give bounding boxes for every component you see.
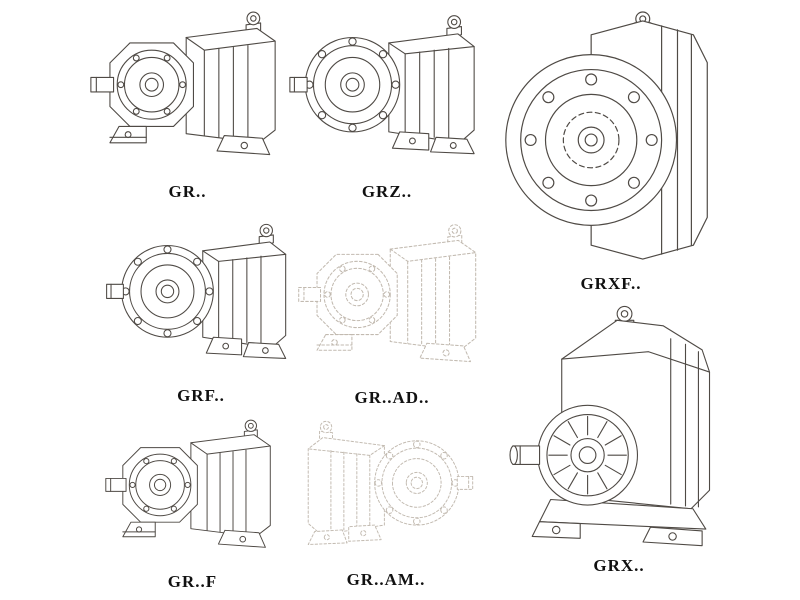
- figure-grf: GRF..: [97, 208, 305, 406]
- figure-label-grz: GRZ..: [361, 182, 413, 201]
- figure-label-grx: GRX..: [593, 556, 645, 575]
- figure-gr: GR..: [85, 2, 290, 202]
- figure-grad: GR..AD..: [292, 212, 492, 408]
- gearbox-front-flange-drawing: [496, 9, 726, 272]
- gearbox-motor-adapter-ghost-drawing: [287, 410, 485, 568]
- figure-label-grad: GR..AD..: [354, 388, 430, 407]
- gearbox-foot-variant-drawing: [90, 412, 295, 570]
- gearbox-large-foot-drawing: [499, 300, 739, 554]
- figure-label-grf: GRF..: [177, 386, 225, 405]
- gearbox-foot-mounted-drawing: [88, 3, 288, 180]
- gearbox-flange-foot-drawing: [97, 212, 305, 384]
- gearbox-flange-drawing: [287, 3, 487, 180]
- figure-grx: GRX..: [498, 296, 740, 576]
- figure-grz: GRZ..: [287, 2, 487, 202]
- figure-gram: GR..AM..: [287, 406, 485, 590]
- figure-label-gram: GR..AM..: [346, 570, 426, 589]
- figure-label-gr: GR..: [168, 182, 207, 201]
- figure-grxf: GRXF..: [495, 4, 727, 294]
- figure-label-grxf: GRXF..: [580, 274, 642, 293]
- figure-grfoot: GR..F: [90, 408, 295, 592]
- gearbox-adapter-ghost-drawing: [292, 216, 492, 386]
- figure-label-grfoot: GR..F: [167, 572, 218, 591]
